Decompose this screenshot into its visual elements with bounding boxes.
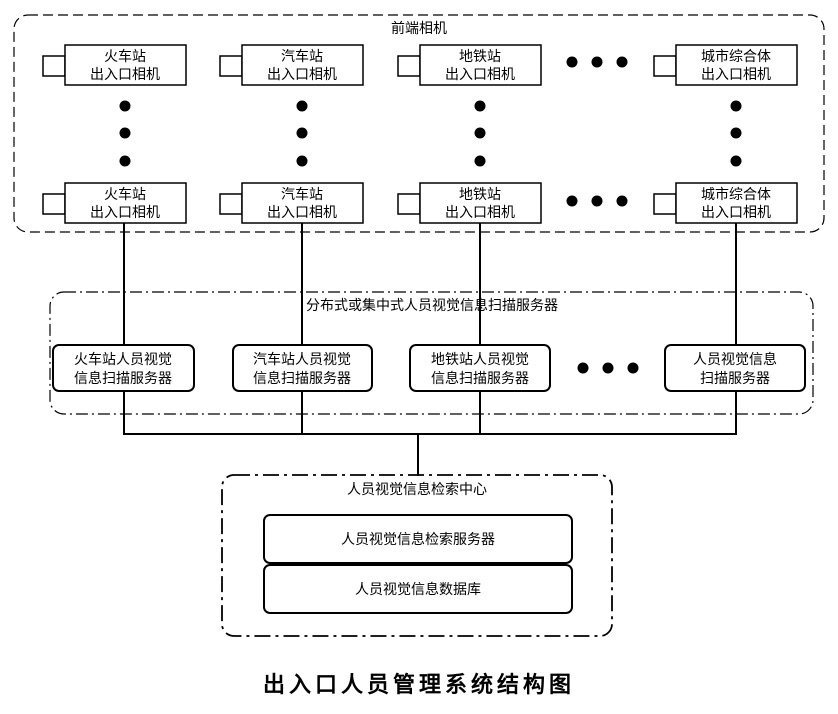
- database-box: 人员视觉信息数据库: [263, 564, 573, 614]
- svg-text:出入口相机: 出入口相机: [445, 205, 515, 221]
- svg-text:汽车站人员视觉: 汽车站人员视觉: [253, 351, 351, 368]
- camera-top-metro: 地铁站 出入口相机: [397, 44, 542, 86]
- svg-text:出入口相机: 出入口相机: [90, 205, 160, 221]
- svg-text:火车站: 火车站: [104, 186, 146, 203]
- svg-text:人员视觉信息数据库: 人员视觉信息数据库: [355, 581, 481, 598]
- svg-text:信息扫描服务器: 信息扫描服务器: [431, 370, 529, 387]
- server-generic: 人员视觉信息 扫描服务器: [664, 344, 806, 392]
- front-camera-group-label: 前端相机: [391, 20, 447, 37]
- camera-top-train: 火车站 出入口相机: [42, 44, 187, 86]
- svg-text:出入口相机: 出入口相机: [701, 67, 771, 83]
- svg-text:地铁站: 地铁站: [459, 49, 501, 65]
- svg-text:人员视觉信息检索服务器: 人员视觉信息检索服务器: [341, 531, 495, 548]
- svg-text:出入口相机: 出入口相机: [267, 205, 337, 221]
- svg-text:信息扫描服务器: 信息扫描服务器: [253, 370, 351, 387]
- camera-bottom-complex: 城市综合体 出入口相机: [653, 182, 798, 224]
- connection-lines: [123, 222, 737, 476]
- camera-top-complex: 城市综合体 出入口相机: [653, 44, 798, 86]
- server-train: 火车站人员视觉 信息扫描服务器: [52, 344, 195, 392]
- svg-text:地铁站: 地铁站: [459, 187, 501, 203]
- svg-text:火车站人员视觉: 火车站人员视觉: [74, 351, 172, 368]
- diagram-caption: 出入口人员管理系统结构图: [263, 672, 575, 698]
- front-camera-group-frame: [13, 14, 825, 233]
- camera-bottom-train: 火车站 出入口相机: [42, 182, 187, 224]
- svg-text:城市综合体: 城市综合体: [701, 186, 771, 203]
- svg-text:火车站: 火车站: [104, 48, 146, 65]
- svg-text:出入口相机: 出入口相机: [90, 67, 160, 83]
- ellipsis-dots-vertical: [119, 100, 742, 167]
- retrieval-center-label: 人员视觉信息检索中心: [347, 481, 487, 498]
- svg-text:扫描服务器: 扫描服务器: [700, 371, 770, 387]
- svg-text:地铁站人员视觉: 地铁站人员视觉: [431, 352, 529, 368]
- svg-text:信息扫描服务器: 信息扫描服务器: [74, 370, 172, 387]
- svg-text:出入口相机: 出入口相机: [267, 67, 337, 83]
- svg-text:汽车站: 汽车站: [281, 186, 323, 203]
- svg-text:人员视觉信息: 人员视觉信息: [693, 351, 777, 368]
- svg-text:城市综合体: 城市综合体: [701, 48, 771, 65]
- camera-bottom-metro: 地铁站 出入口相机: [397, 182, 542, 224]
- server-bus: 汽车站人员视觉 信息扫描服务器: [232, 344, 373, 392]
- server-metro: 地铁站人员视觉 信息扫描服务器: [409, 344, 551, 392]
- svg-text:汽车站: 汽车站: [281, 48, 323, 65]
- camera-top-bus: 汽车站 出入口相机: [219, 44, 364, 86]
- camera-bottom-bus: 汽车站 出入口相机: [219, 182, 364, 224]
- server-group-frame: [49, 291, 814, 415]
- svg-text:出入口相机: 出入口相机: [701, 205, 771, 221]
- ellipsis-dots-horizontal: [566, 56, 639, 374]
- retrieval-server-box: 人员视觉信息检索服务器: [263, 514, 573, 564]
- svg-text:出入口相机: 出入口相机: [445, 67, 515, 83]
- server-group-label: 分布式或集中式人员视觉信息扫描服务器: [306, 297, 558, 314]
